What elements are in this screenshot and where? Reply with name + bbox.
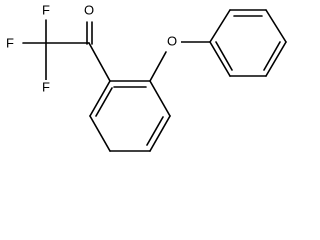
atom-f-left: F bbox=[6, 35, 14, 50]
atom-o-carbonyl: O bbox=[84, 2, 94, 17]
f-bottom-label-bg bbox=[39, 80, 53, 96]
atom-f-top: F bbox=[42, 2, 50, 17]
bond-carbonyl-ring bbox=[88, 42, 111, 82]
ring1-bond-2 bbox=[149, 80, 171, 117]
bond-ring-ether-o bbox=[149, 51, 167, 82]
atom-o-ether: O bbox=[167, 33, 177, 48]
ring2-bond-6 bbox=[209, 41, 231, 77]
ring1-bond-6 bbox=[89, 80, 111, 117]
ring1-bond-5 bbox=[89, 115, 111, 152]
ring2-bond-3 bbox=[265, 9, 287, 43]
ring1-inner-double-3 bbox=[95, 87, 113, 117]
ring1-inner-double-2 bbox=[146, 116, 164, 146]
ring2-inner-double-2 bbox=[263, 41, 281, 71]
ring2-inner-double-3 bbox=[215, 41, 233, 71]
atom-f-bottom: F bbox=[42, 79, 50, 94]
f-left-label-bg bbox=[3, 36, 17, 52]
o-carbonyl-label-bg bbox=[80, 3, 98, 19]
ring2-bond-4 bbox=[265, 41, 287, 77]
o-ether-label-bg bbox=[163, 34, 181, 50]
ring2-bond-1 bbox=[209, 9, 231, 43]
chemical-structure-drawing: O O F F F bbox=[3, 2, 287, 152]
f-top-label-bg bbox=[39, 3, 53, 19]
ring1-bond-3 bbox=[149, 115, 171, 152]
